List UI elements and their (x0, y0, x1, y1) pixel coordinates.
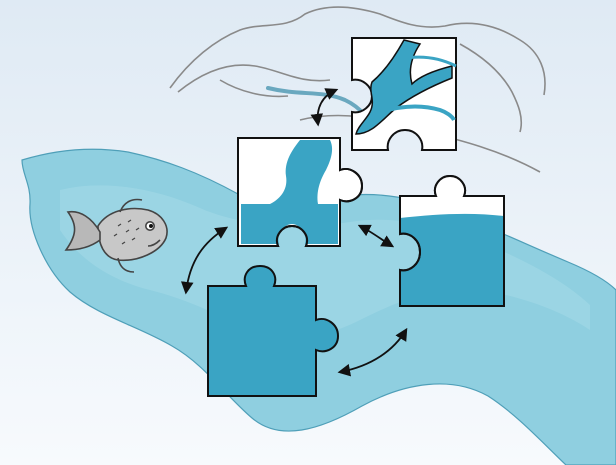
puzzle-piece-icon (400, 176, 504, 306)
